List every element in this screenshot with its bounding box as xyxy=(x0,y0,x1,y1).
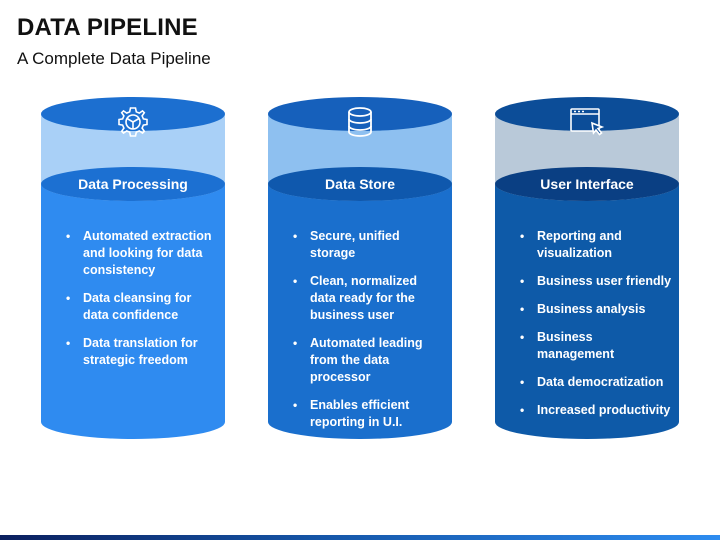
list-item: Business analysis xyxy=(520,301,672,318)
browser-cursor-icon xyxy=(567,102,607,142)
bullet-list: Reporting and visualization Business use… xyxy=(520,228,672,430)
footer-accent-bar xyxy=(0,535,720,540)
cylinder-data-store: Data Store Secure, unified storage Clean… xyxy=(267,96,453,440)
list-item: Automated leading from the data processo… xyxy=(293,335,445,386)
column-heading: Data Store xyxy=(324,176,396,192)
list-item: Increased productivity xyxy=(520,402,672,419)
database-icon xyxy=(340,102,380,142)
column-heading: Data Processing xyxy=(78,176,188,192)
list-item: Secure, unified storage xyxy=(293,228,445,262)
list-item: Data democratization xyxy=(520,374,672,391)
list-item: Reporting and visualization xyxy=(520,228,672,262)
list-item: Enables efficient reporting in U.I. xyxy=(293,397,445,431)
page-title: DATA PIPELINE xyxy=(17,14,198,41)
list-item: Business management xyxy=(520,329,672,363)
cylinder-data-processing: Data Processing Automated extraction and… xyxy=(40,96,226,440)
list-item: Clean, normalized data ready for the bus… xyxy=(293,273,445,324)
bullet-list: Automated extraction and looking for dat… xyxy=(66,228,218,380)
list-item: Automated extraction and looking for dat… xyxy=(66,228,218,279)
page-subtitle: A Complete Data Pipeline xyxy=(17,49,211,68)
column-heading: User Interface xyxy=(540,176,634,192)
cylinder-user-interface: User Interface Reporting and visualizati… xyxy=(494,96,680,440)
gear-icon xyxy=(113,102,153,142)
list-item: Data cleansing for data confidence xyxy=(66,290,218,324)
bullet-list: Secure, unified storage Clean, normalize… xyxy=(293,228,445,442)
list-item: Data translation for strategic freedom xyxy=(66,335,218,369)
list-item: Business user friendly xyxy=(520,273,672,290)
